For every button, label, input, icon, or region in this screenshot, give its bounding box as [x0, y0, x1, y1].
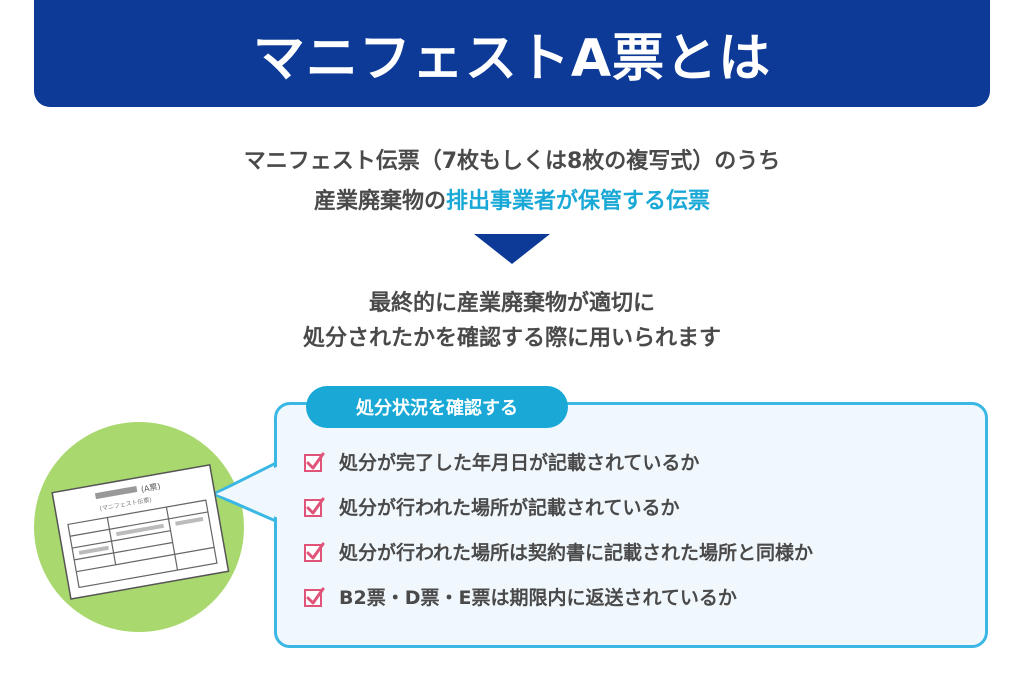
checklist-item-label: 処分が完了した年月日が記載されているか — [339, 452, 700, 474]
checkbox-icon — [304, 542, 325, 562]
checklist-item: 処分が行われた場所は契約書に記載された場所と同様か — [303, 540, 814, 564]
checklist: 処分が完了した年月日が記載されているか 処分が行われた場所が記載されているか 処… — [303, 450, 813, 630]
checklist-item: 処分が完了した年月日が記載されているか — [303, 450, 813, 474]
intro-line-2-prefix: 産業廃棄物の — [313, 189, 446, 214]
checklist-item-label: B2票・D票・E票は期限内に返送されているか — [339, 587, 737, 609]
down-arrow-icon — [474, 234, 550, 264]
checkbox-icon — [304, 452, 325, 472]
checklist-item-label: 処分が行われた場所は契約書に記載された場所と同様か — [339, 542, 814, 564]
result-line-2: 処分されたかを確認する際に用いられます — [302, 326, 721, 351]
checklist-item: B2票・D票・E票は期限内に返送されているか — [303, 585, 813, 609]
title-banner: マニフェストA票とは — [34, 0, 990, 107]
checklist-panel — [274, 402, 988, 648]
intro-line-2-highlight: 排出事業者が保管する伝票 — [446, 189, 711, 214]
callout-tail — [210, 459, 280, 525]
manifest-paper-icon: (A票) (マニフェスト伝票) — [51, 464, 230, 600]
checklist-heading: 処分状況を確認する — [306, 386, 568, 428]
result-line-1: 最終的に産業廃棄物が適切に — [368, 291, 655, 316]
intro-line-2: 産業廃棄物の排出事業者が保管する伝票 — [0, 183, 1024, 215]
document-label: (A票) — [140, 482, 161, 494]
checklist-item-label: 処分が行われた場所が記載されているか — [339, 497, 680, 519]
intro-line-1: マニフェスト伝票（7枚もしくは8枚の複写式）のうち — [243, 149, 781, 174]
checkbox-icon — [304, 497, 325, 517]
checkbox-icon — [304, 587, 325, 607]
checklist-item: 処分が行われた場所が記載されているか — [303, 495, 813, 519]
page-title: マニフェストA票とは — [252, 29, 772, 89]
